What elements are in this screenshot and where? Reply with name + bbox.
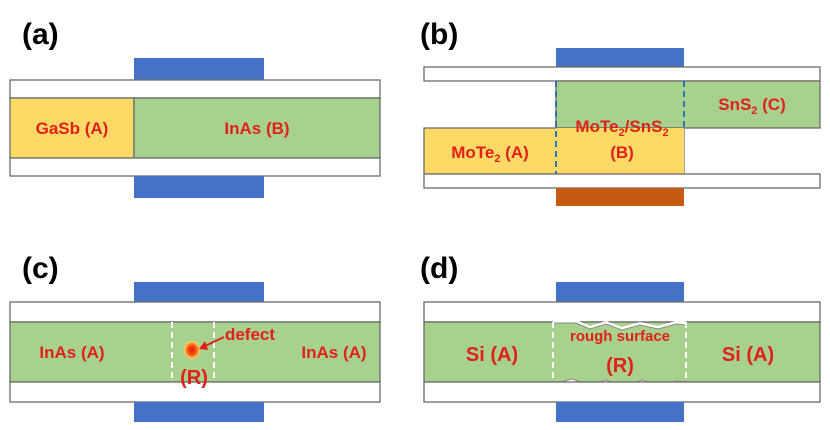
defect-dot [184, 341, 200, 359]
defect-arrow [202, 336, 225, 348]
panel-d: (d) Si (A) Si (A) rough surface (R) [420, 252, 821, 422]
inas-region [133, 97, 381, 159]
si-right-label: Si (A) [722, 344, 774, 366]
sns2-layer [555, 80, 821, 129]
top-dielectric [423, 66, 821, 82]
rough-surface-label: rough surface [570, 328, 670, 345]
gasb-region [9, 97, 135, 159]
bottom-dielectric [423, 173, 821, 189]
bottom-gate [556, 402, 684, 422]
inas-left-label: InAs (A) [39, 343, 104, 362]
bottom-dielectric [423, 381, 821, 403]
top-gate [134, 58, 264, 80]
panel-b: (b) MoTe2 (A) MoTe2/SnS2 (B) SnS2 (C) [420, 18, 821, 206]
heterojunction-label: MoTe2/SnS2 [575, 117, 668, 139]
overlap-lower [556, 128, 684, 174]
top-dielectric [9, 79, 381, 99]
defect-label: defect [225, 325, 275, 344]
panel-a-label: (a) [22, 18, 59, 51]
top-gate [134, 282, 264, 302]
bottom-gate [134, 176, 264, 198]
top-dielectric [423, 301, 821, 323]
scatter-region-label: (R) [180, 367, 208, 389]
bottom-dielectric [9, 157, 381, 177]
mote2-label: MoTe2 (A) [451, 143, 529, 165]
si-left-label: Si (A) [466, 344, 518, 366]
panel-c: (c) InAs (A) InAs (A) defect (R) [9, 252, 381, 422]
rough-region-label: (R) [606, 355, 634, 377]
si-channel [423, 321, 821, 383]
panel-d-label: (d) [420, 252, 458, 285]
heterojunction-label-b: (B) [610, 143, 634, 162]
inas-right-label: InAs (A) [301, 343, 366, 362]
top-gate [556, 48, 684, 67]
rough-top-line [553, 322, 687, 331]
top-gate [556, 282, 684, 302]
panel-a: (a) GaSb (A) InAs (B) [9, 18, 381, 198]
bottom-gate [556, 188, 684, 206]
top-dielectric [9, 301, 381, 323]
panel-b-label: (b) [420, 18, 458, 51]
sns2-label: SnS2 (C) [718, 95, 786, 117]
inas-label: InAs (B) [224, 119, 289, 138]
gasb-label: GaSb (A) [36, 119, 109, 138]
defect-arrowhead [199, 341, 208, 350]
bottom-gate [134, 402, 264, 422]
panel-c-label: (c) [22, 252, 59, 285]
